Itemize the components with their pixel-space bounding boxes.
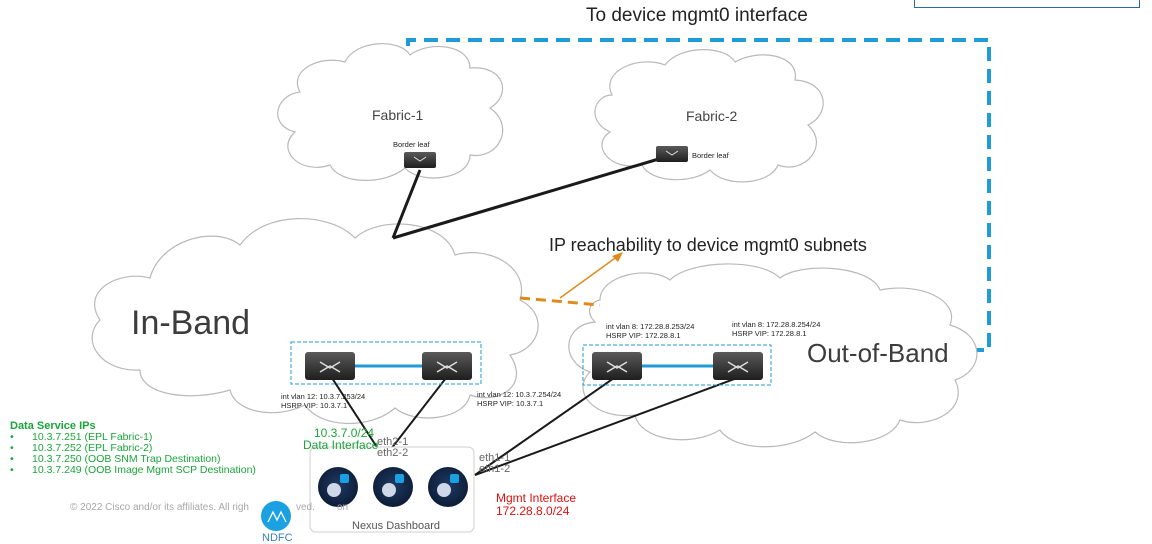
link-inband-left-nd — [331, 377, 385, 459]
data-service-ip-item: 10.3.7.251 (EPL Fabric-1) — [10, 432, 256, 443]
fabric1-cloud — [277, 43, 504, 181]
port-eth2-2: eth2-2 — [377, 447, 409, 459]
oob-switch-right-icon — [713, 352, 763, 380]
fabric2-label: Fabric-2 — [686, 108, 738, 124]
port-eth1-2: eth1-2 — [479, 463, 511, 475]
border-leaf-1-icon — [404, 152, 436, 168]
link-oob-left-nd — [474, 377, 615, 476]
data-interface-subnet: 10.3.7.0/24 — [314, 426, 375, 440]
inband-switch-right-icon — [422, 352, 472, 380]
ndfc-icon — [261, 501, 291, 531]
port-eth2-1: eth2-1 — [377, 436, 409, 448]
copyright: © 2022 Cisco and/or its affiliates. All … — [70, 502, 249, 513]
link-oob-right-nd — [474, 377, 738, 476]
oob-cloud — [568, 263, 978, 448]
reachability-label: IP reachability to device mgmt0 subnets — [549, 235, 867, 255]
fabric2-cloud — [594, 49, 824, 183]
nd-node-3-icon — [428, 467, 468, 507]
border-leaf-2-label: Border leaf — [692, 151, 729, 160]
data-interface-label: Data Interface — [303, 438, 379, 452]
inband-left-hsrp: HSRP VIP: 10.3.7.1 — [281, 401, 348, 410]
copyright-tail-2: on — [337, 502, 349, 513]
mgmt-interface-label: Mgmt Interface — [496, 491, 577, 505]
data-service-ip-item: 10.3.7.249 (OOB Image Mgmt SCP Destinati… — [10, 465, 256, 476]
port-eth1-1: eth1-1 — [479, 452, 511, 464]
mgmt-interface-subnet: 172.28.8.0/24 — [496, 504, 570, 518]
oob-left-vlan: int vlan 8: 172.28.8.253/24 — [606, 322, 695, 331]
oob-label: Out-of-Band — [807, 338, 949, 368]
nd-node-2-icon — [373, 467, 413, 507]
link-inband-right-nd — [383, 377, 447, 459]
inband-pair-box — [290, 341, 482, 385]
oob-right-vlan: int vlan 8: 172.28.8.254/24 — [732, 320, 821, 329]
reachability-arrow — [559, 255, 619, 299]
reachability-dashed — [519, 296, 601, 307]
data-service-ips-title: Data Service IPs — [10, 420, 96, 432]
oob-switch-left-icon — [592, 352, 642, 380]
nd-node-1-icon — [318, 467, 358, 507]
link-fabric2-inband — [392, 156, 663, 240]
oob-right-hsrp: HSRP VIP: 172.28.8.1 — [732, 329, 807, 338]
copyright-tail-1: ved. — [296, 502, 315, 513]
inband-right-vlan: int vlan 12: 10.3.7.254/24 — [477, 390, 562, 399]
inband-right-hsrp: HSRP VIP: 10.3.7.1 — [477, 399, 544, 408]
ndfc-label: NDFC — [262, 532, 293, 544]
nexus-dashboard-label: Nexus Dashboard — [352, 520, 441, 532]
link-fabric1-inband — [391, 169, 422, 239]
oob-left-hsrp: HSRP VIP: 172.28.8.1 — [606, 331, 681, 340]
top-right-box — [914, 0, 1140, 8]
border-leaf-2-icon — [656, 146, 688, 162]
border-leaf-1-label: Border leaf — [393, 140, 430, 149]
reachability-arrowhead — [612, 252, 623, 262]
data-service-ip-item: 10.3.7.252 (EPL Fabric-2) — [10, 443, 256, 454]
fabric1-label: Fabric-1 — [372, 107, 424, 123]
inband-switch-left-icon — [305, 352, 355, 380]
data-service-ip-item: 10.3.7.250 (OOB SNM Trap Destination) — [10, 454, 256, 465]
oob-pair-box — [582, 344, 772, 386]
inband-left-vlan: int vlan 12: 10.3.7.253/24 — [281, 392, 366, 401]
inband-label: In-Band — [131, 304, 251, 342]
data-service-ips-list: 10.3.7.251 (EPL Fabric-1) 10.3.7.252 (EP… — [10, 432, 256, 476]
mgmt0-title: To device mgmt0 interface — [586, 5, 808, 26]
